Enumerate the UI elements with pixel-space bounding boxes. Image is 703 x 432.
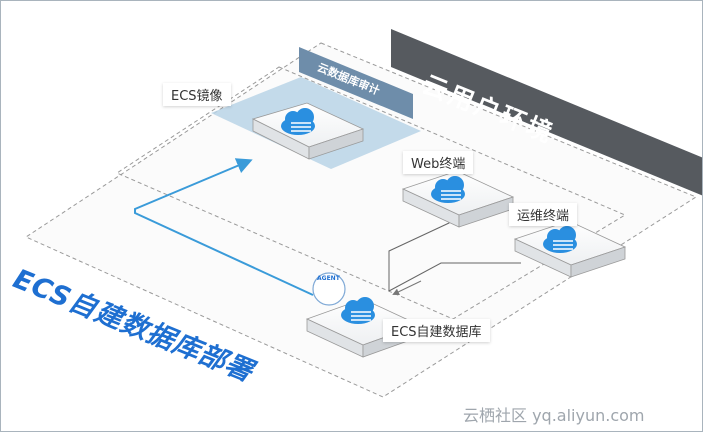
ops-to-db-link [388, 262, 521, 292]
db-inbound-arrow [392, 280, 422, 295]
ecs-platform-outline [24, 42, 698, 398]
ops-terminal-server[interactable] [513, 220, 627, 278]
web-terminal-server[interactable] [401, 170, 515, 228]
ecs-image-label: ECS镜像 [163, 83, 231, 106]
ops-terminal-label: 运维终端 [509, 203, 578, 226]
cloud-server-icon [543, 226, 577, 253]
cloud-server-icon [281, 108, 315, 135]
ecs-database-label: ECS自建数据库 [383, 319, 490, 342]
web-terminal-label: Web终端 [403, 151, 474, 174]
audit-server[interactable] [251, 102, 365, 160]
audit-tag-banner [299, 47, 413, 119]
agent-to-audit-arrow [134, 158, 314, 296]
watermark: 云栖社区 yq.aliyun.com [463, 406, 645, 425]
agent-badge-circle [312, 272, 346, 306]
cloud-server-icon [341, 297, 375, 324]
cloud-env-banner [391, 29, 702, 196]
cloud-server-icon [431, 176, 465, 203]
agent-badge-label: AGENT [317, 275, 340, 282]
